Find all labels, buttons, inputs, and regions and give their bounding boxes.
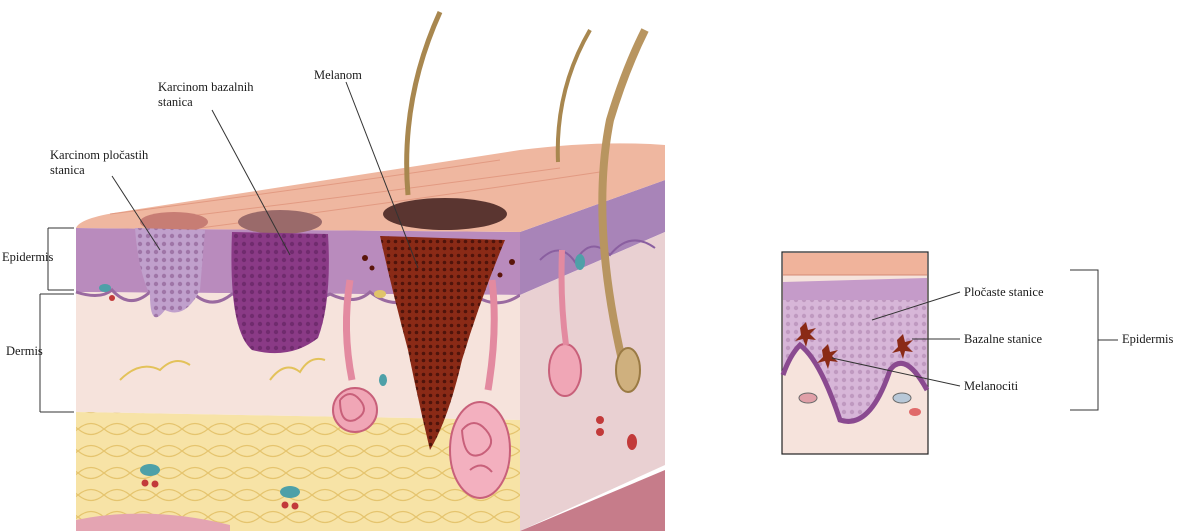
label-dermis-left: Dermis xyxy=(6,344,43,359)
label-basal-line1: Karcinom bazalnih xyxy=(158,80,253,95)
epidermis-inset xyxy=(782,252,928,454)
label-squamous-line2: stanica xyxy=(50,163,148,178)
label-melanocytes: Melanociti xyxy=(964,379,1018,394)
label-squamous-line1: Karcinom pločastih xyxy=(50,148,148,163)
label-squamous-cells: Pločaste stanice xyxy=(964,285,1044,300)
label-epidermis-inset: Epidermis xyxy=(1122,332,1173,347)
label-basal-cell-carcinoma: Karcinom bazalnih stanica xyxy=(158,80,253,110)
label-squamous-cell-carcinoma: Karcinom pločastih stanica xyxy=(50,148,148,178)
label-epidermis-left: Epidermis xyxy=(2,250,53,265)
label-melanoma: Melanom xyxy=(314,68,362,83)
skin-block-side xyxy=(520,180,665,531)
label-basal-line2: stanica xyxy=(158,95,253,110)
label-basal-cells: Bazalne stanice xyxy=(964,332,1042,347)
